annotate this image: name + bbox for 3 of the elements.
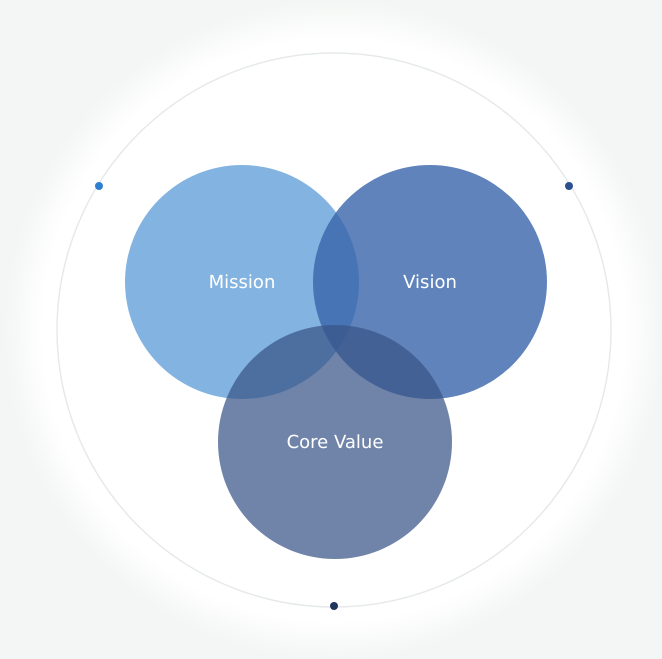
circle-label: Core Value	[286, 432, 384, 452]
circle-label: Mission	[208, 272, 276, 292]
circle-label: Vision	[403, 272, 457, 292]
